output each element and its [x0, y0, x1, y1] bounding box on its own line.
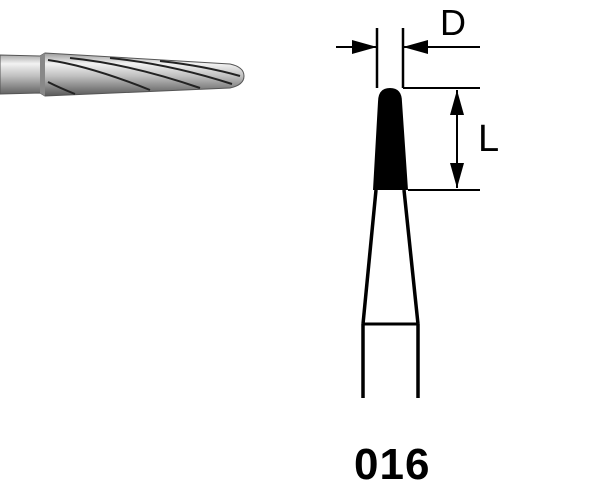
size-code-label: 016 [354, 440, 431, 489]
cutting-head [373, 88, 408, 190]
neck-left [361, 189, 378, 325]
bur-flutes [47, 57, 241, 95]
technical-drawing [336, 28, 480, 398]
l-arrow-bottom-icon [450, 163, 464, 188]
d-arrow-left-icon [352, 40, 377, 54]
bur-illustration [0, 52, 245, 97]
l-arrow-top-icon [450, 90, 464, 115]
length-label: L [478, 118, 500, 160]
diameter-label: D [440, 2, 466, 43]
d-arrow-right-icon [403, 40, 428, 54]
neck-right [402, 189, 420, 325]
